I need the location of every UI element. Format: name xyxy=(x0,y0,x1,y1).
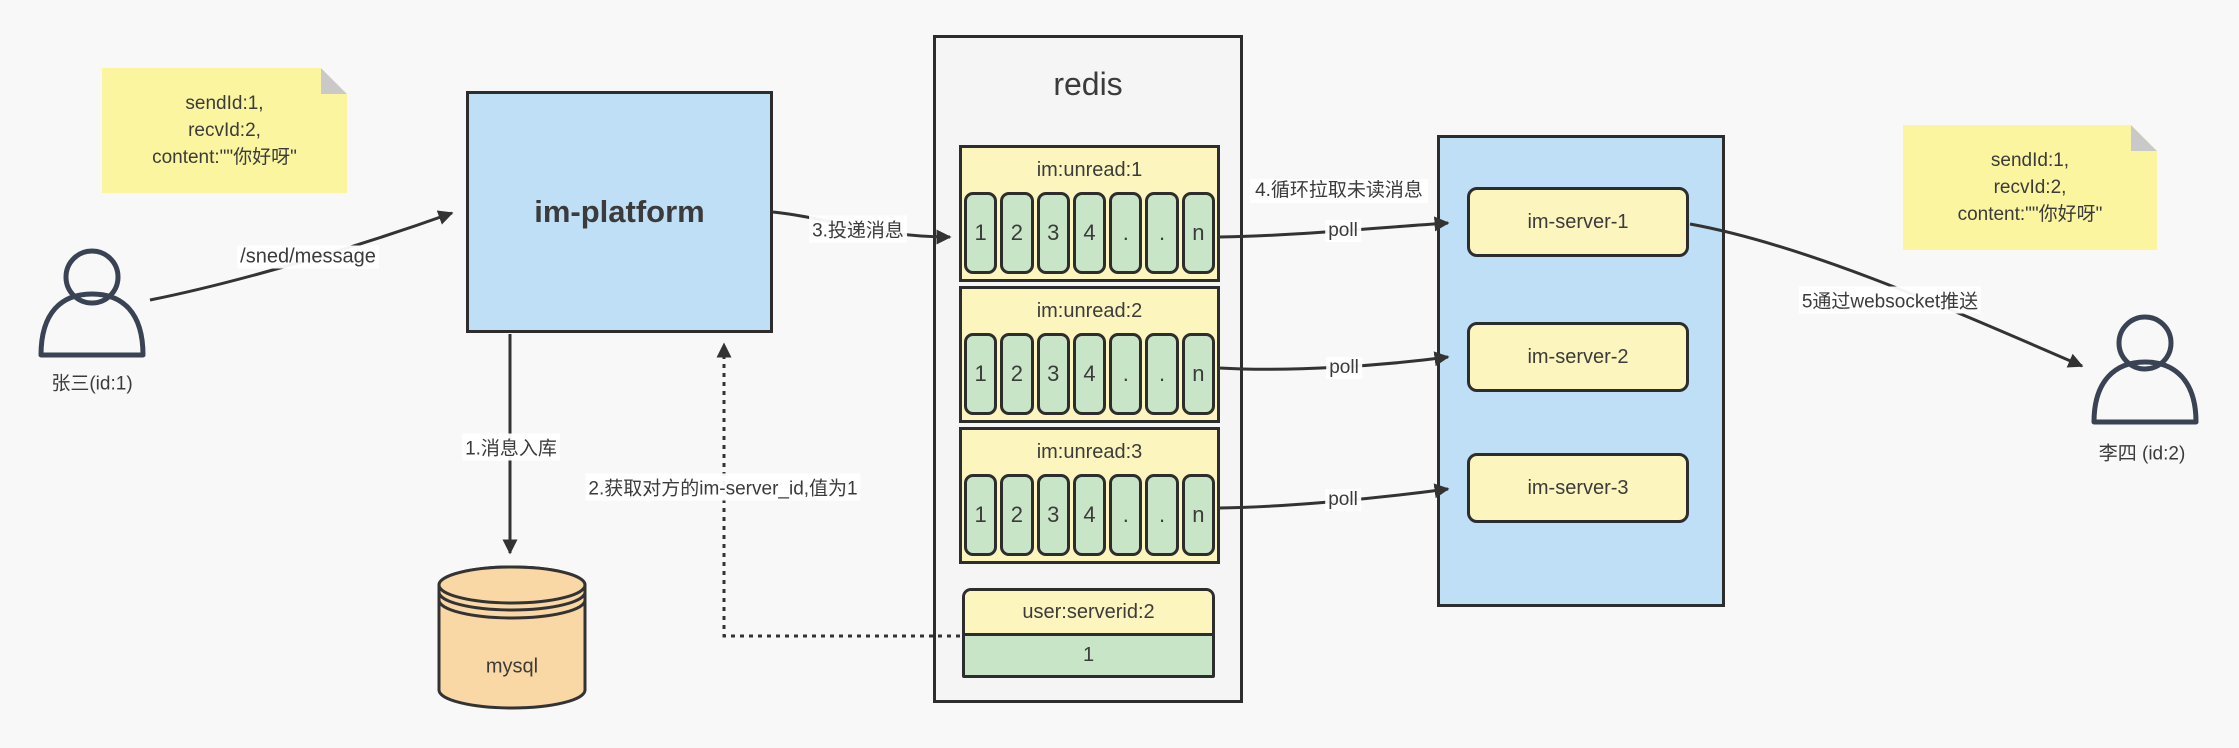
edge-label-step1: 1.消息入库 xyxy=(462,433,560,461)
note-line: content:""你好呀" xyxy=(1957,204,2103,225)
kv-key: user:serverid:2 xyxy=(965,591,1212,637)
im-platform-node: im-platform xyxy=(466,91,773,333)
queue-cell: 2 xyxy=(1000,333,1034,415)
queue-cells: 1 2 3 4 . . n xyxy=(962,333,1217,420)
edge-label-poll-1: poll xyxy=(1325,220,1361,242)
queue-cells: 1 2 3 4 . . n xyxy=(962,474,1217,561)
queue-cell: n xyxy=(1181,192,1215,274)
sticky-note-sender-message: sendId:1, recvId:2, content:""你好呀" xyxy=(102,68,347,193)
im-platform-label: im-platform xyxy=(534,194,705,229)
sticky-note-receiver-message: sendId:1, recvId:2, content:""你好呀" xyxy=(1903,125,2157,250)
queue-im-unread-3: im:unread:3 1 2 3 4 . . n xyxy=(959,427,1220,564)
receiver-user-icon xyxy=(2091,314,2199,425)
note-fold-icon xyxy=(2131,125,2157,151)
edge-label-poll-2: poll xyxy=(1326,357,1362,379)
note-line: recvId:2, xyxy=(188,120,261,141)
queue-cell: . xyxy=(1145,333,1179,415)
im-server-2-label: im-server-2 xyxy=(1527,345,1629,368)
edge-label-send: /sned/message xyxy=(237,245,379,269)
queue-header: im:unread:1 xyxy=(1036,158,1143,181)
edge-label-poll-3: poll xyxy=(1325,489,1361,511)
note-line: recvId:2, xyxy=(1993,177,2067,198)
queue-cell: n xyxy=(1181,333,1215,415)
queue-cell: . xyxy=(1145,192,1179,274)
queue-cells: 1 2 3 4 . . n xyxy=(962,192,1217,279)
note-line: sendId:1, xyxy=(1990,150,2070,171)
queue-cell: 3 xyxy=(1036,192,1070,274)
sender-actor-label: 张三(id:1) xyxy=(51,373,133,395)
queue-cell: . xyxy=(1109,474,1143,556)
queue-cell: 2 xyxy=(1000,474,1034,556)
note-line: content:""你好呀" xyxy=(152,147,297,168)
sender-user-icon xyxy=(38,248,146,358)
im-server-2-node: im-server-2 xyxy=(1467,322,1689,392)
note-line: sendId:1, xyxy=(185,93,264,114)
queue-cell: 1 xyxy=(964,192,998,274)
kv-value: 1 xyxy=(965,636,1212,675)
queue-cell: 4 xyxy=(1072,474,1107,556)
queue-cell: 3 xyxy=(1036,333,1070,415)
queue-cell: . xyxy=(1109,333,1143,415)
queue-cell: 4 xyxy=(1072,333,1107,415)
queue-cell: . xyxy=(1145,474,1179,556)
queue-cell: 3 xyxy=(1036,474,1070,556)
receiver-actor-label: 李四 (id:2) xyxy=(2098,443,2186,465)
queue-im-unread-2: im:unread:2 1 2 3 4 . . n xyxy=(959,286,1220,423)
edge-label-step3: 3.投递消息 xyxy=(809,215,907,243)
mysql-cylinder-icon xyxy=(437,565,587,710)
kv-user-serverid: user:serverid:2 1 xyxy=(962,588,1215,678)
note-fold-icon xyxy=(321,68,347,94)
im-server-1-label: im-server-1 xyxy=(1527,210,1629,233)
queue-header: im:unread:2 xyxy=(1036,299,1143,322)
queue-cell: n xyxy=(1181,474,1215,556)
edge-label-step5: 5通过websocket推送 xyxy=(1798,286,1982,314)
queue-cell: 4 xyxy=(1072,192,1107,274)
queue-cell: 2 xyxy=(1000,192,1034,274)
queue-header: im:unread:3 xyxy=(1036,440,1143,463)
mysql-label: mysql xyxy=(485,655,539,678)
queue-cell: 1 xyxy=(964,333,998,415)
im-server-3-label: im-server-3 xyxy=(1527,476,1629,499)
im-server-1-node: im-server-1 xyxy=(1467,187,1689,257)
queue-im-unread-1: im:unread:1 1 2 3 4 . . n xyxy=(959,145,1220,282)
im-server-3-node: im-server-3 xyxy=(1467,453,1689,523)
redis-title: redis xyxy=(1053,66,1123,102)
edge-label-step4: 4.循环拉取未读消息 xyxy=(1250,179,1428,203)
queue-cell: . xyxy=(1109,192,1143,274)
edge-label-step2: 2.获取对方的im-server_id,值为1 xyxy=(585,473,861,501)
queue-cell: 1 xyxy=(964,474,998,556)
